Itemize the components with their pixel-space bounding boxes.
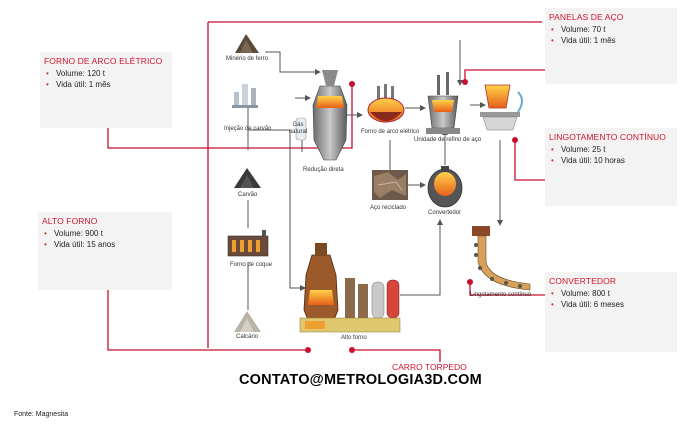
steel-ladle-station: [480, 84, 523, 131]
box-converter-volume: Volume: 800 t: [551, 289, 610, 298]
direct-reduction-shaft: [312, 70, 348, 161]
box-ladles-volume: Volume: 70 t: [551, 25, 606, 34]
box-arc-furnace-volume: Volume: 120 t: [46, 69, 105, 78]
box-blast-furnace: ALTO FORNO Volume: 900 t Vida útil: 15 a…: [38, 212, 172, 290]
label-blast-furnace: Alto forno: [341, 335, 367, 341]
box-converter: CONVERTEDOR Volume: 800 t Vida útil: 6 m…: [545, 272, 677, 352]
label-torpedo-car: CARRO TORPEDO: [392, 362, 467, 372]
label-coal: Carvão: [238, 192, 258, 198]
label-refining-unit: Unidade de refino de aço: [414, 137, 482, 143]
recycled-steel-scrap: [372, 170, 408, 200]
box-casting-title: LINGOTAMENTO CONTÍNUO: [549, 132, 667, 142]
label-continuous-casting: Lingotamento contínuo: [470, 292, 532, 298]
source-credit: Fonte: Magnesita: [14, 411, 69, 418]
natural-gas-tank: [295, 117, 307, 141]
coal-pile: [234, 168, 261, 188]
red-dots: [305, 79, 518, 353]
label-natural-gas: Gás natural: [288, 122, 308, 135]
box-ladles: PANELAS DE AÇO Volume: 70 t Vida útil: 1…: [545, 8, 677, 84]
arc-furnace-vessel: [367, 84, 405, 123]
contact-email: CONTATO@METROLOGIA3D.COM: [239, 372, 482, 388]
iron-ore-pile: [235, 34, 259, 53]
label-coal-injection: Injeção de carvão: [224, 126, 272, 132]
coke-oven: [227, 230, 269, 257]
box-casting-life: Vida útil: 10 horas: [551, 156, 625, 165]
label-coke-oven: Forno de coque: [230, 262, 273, 268]
label-iron-ore: Minério de ferro: [226, 56, 269, 62]
refining-unit: [426, 72, 460, 134]
label-recycled-steel: Aço reciclado: [370, 205, 407, 211]
box-blast-furnace-life: Vida útil: 15 anos: [44, 240, 115, 249]
box-arc-furnace: FORNO DE ARCO ELÉTRICO Volume: 120 t Vid…: [40, 52, 172, 128]
box-blast-furnace-volume: Volume: 900 t: [44, 229, 103, 238]
label-direct-reduction: Redução direta: [303, 167, 344, 173]
box-converter-life: Vida útil: 6 meses: [551, 300, 624, 309]
box-arc-furnace-life: Vida útil: 1 mês: [46, 80, 110, 89]
box-converter-title: CONVERTEDOR: [549, 276, 617, 286]
label-converter: Convertedor: [428, 210, 462, 216]
red-connectors: [107, 69, 545, 362]
label-electric-furnace: Forno de arco elétrico: [361, 129, 420, 135]
box-blast-furnace-title: ALTO FORNO: [42, 216, 98, 226]
box-ladles-title: PANELAS DE AÇO: [549, 12, 624, 22]
main-frame: [207, 21, 542, 348]
box-casting-volume: Volume: 25 t: [551, 145, 606, 154]
limestone-pile: [234, 311, 261, 332]
blast-furnace-complex: [299, 243, 401, 333]
box-arc-furnace-title: FORNO DE ARCO ELÉTRICO: [44, 56, 163, 66]
label-limestone: Calcário: [236, 334, 259, 340]
box-ladles-life: Vida útil: 1 mês: [551, 36, 615, 45]
converter-vessel: [427, 166, 463, 208]
box-casting: LINGOTAMENTO CONTÍNUO Volume: 25 t Vida …: [545, 128, 677, 206]
continuous-casting-machine: [472, 226, 531, 291]
coal-injection-equipment: [232, 84, 258, 108]
